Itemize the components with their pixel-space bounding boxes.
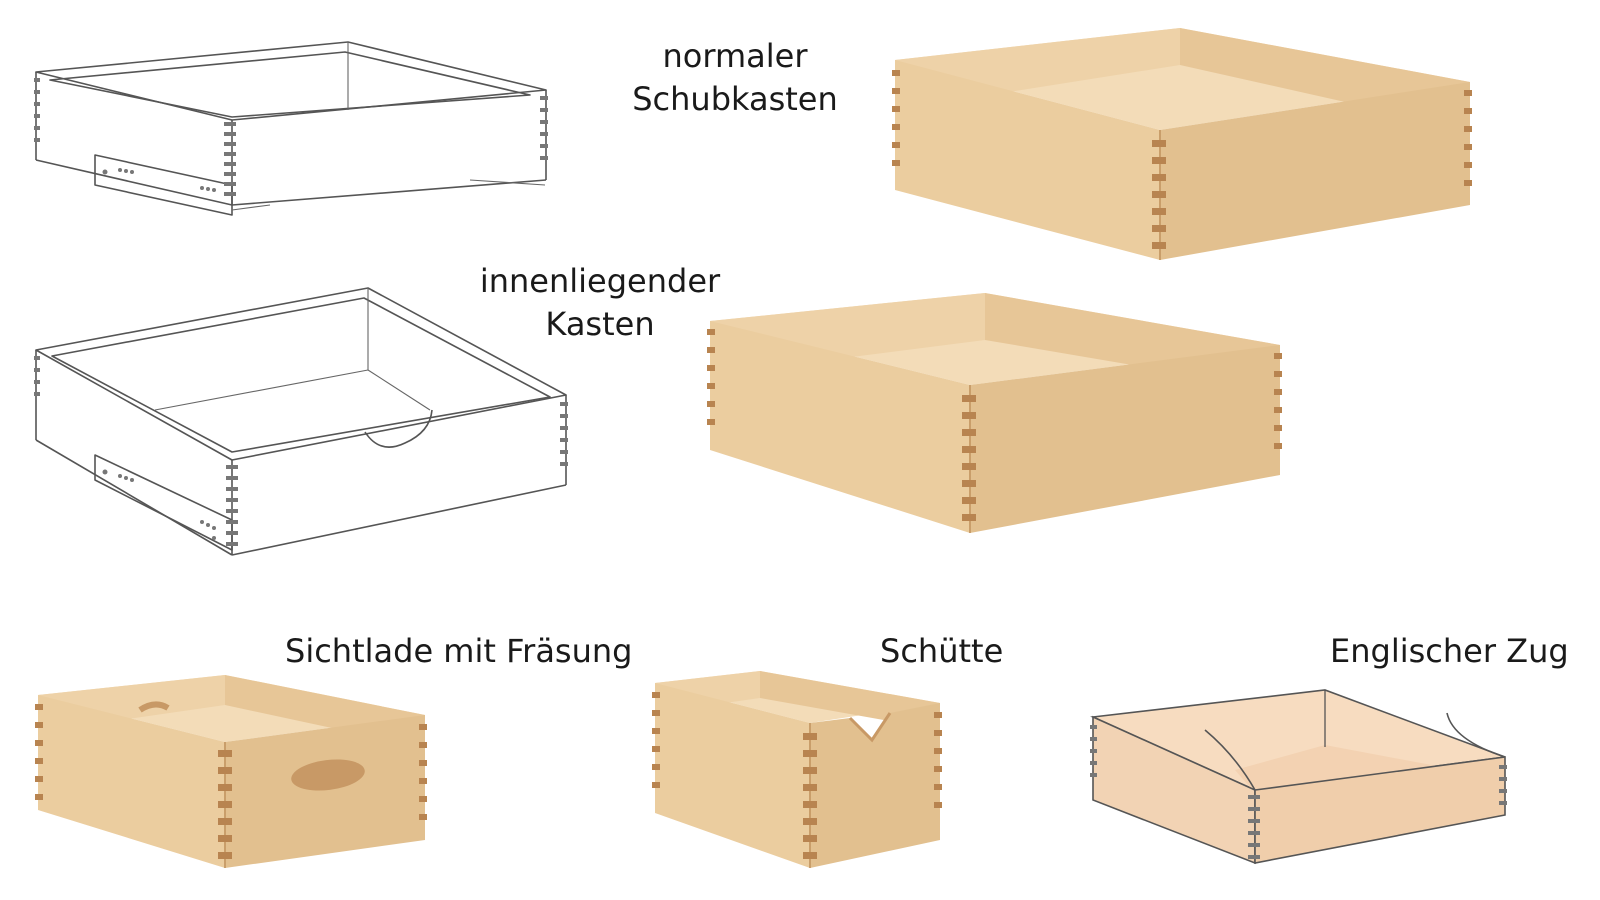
finger-joints <box>35 704 427 859</box>
v-cutout <box>848 712 892 743</box>
normal-drawer-wood <box>892 28 1472 260</box>
englischer-zug-drawer <box>1090 689 1507 865</box>
handle-cutout <box>291 759 365 791</box>
inner-drawer-line-drawing <box>34 287 568 556</box>
inner-drawer-wood <box>707 293 1282 533</box>
label-line: innenliegender <box>479 262 721 300</box>
label-line: normaler <box>662 37 808 75</box>
label-line: Kasten <box>545 305 655 343</box>
label-sichtlade: Sichtlade mit Fräsung <box>285 632 633 670</box>
schuette-drawer-wood <box>652 671 942 868</box>
label-normaler-schubkasten: normaler Schubkasten <box>605 35 865 121</box>
finger-joints <box>707 329 1282 521</box>
finger-joints <box>34 356 568 546</box>
finger-joints <box>652 692 942 859</box>
label-innenliegender-kasten: innenliegender Kasten <box>460 260 740 346</box>
finger-joints <box>1090 725 1507 859</box>
label-line: Schubkasten <box>632 80 838 118</box>
label-schuette: Schütte <box>880 632 1004 670</box>
sichtlade-drawer-wood <box>35 675 427 868</box>
label-englischer-zug: Englischer Zug <box>1330 632 1569 670</box>
normal-drawer-line-drawing <box>34 41 548 216</box>
finger-joints <box>34 78 548 196</box>
finger-joints <box>892 70 1472 249</box>
